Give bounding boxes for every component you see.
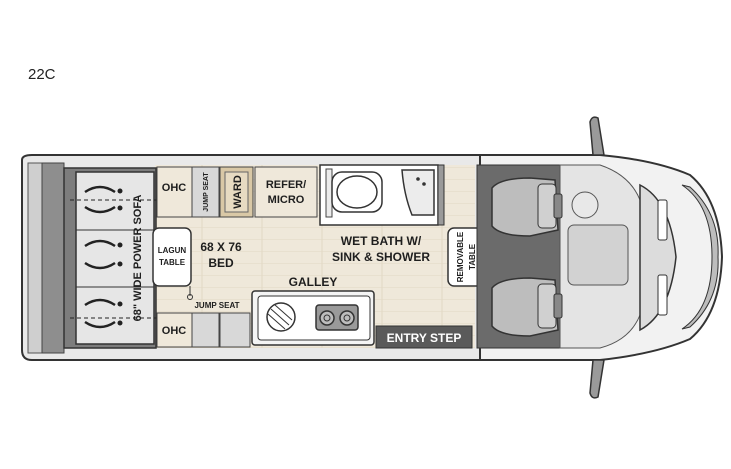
steering-wheel — [571, 191, 599, 219]
bottom-cabinets: OHC JUMP SEAT — [156, 301, 251, 348]
refer-label-2: MICRO — [268, 194, 305, 206]
galley-counter — [251, 290, 375, 346]
entry-step-label: ENTRY STEP — [387, 331, 462, 345]
galley-label: GALLEY — [289, 275, 338, 289]
wet-bath-label-2: SINK & SHOWER — [332, 250, 430, 264]
refer-label-1: REFER/ — [266, 179, 306, 191]
lagun-table: LAGUN TABLE — [152, 227, 193, 300]
sink — [401, 169, 435, 216]
wet-bath-label-1: WET BATH W/ — [341, 234, 422, 248]
bed-label-1: 68 X 76 — [200, 240, 242, 254]
jump-seat-top-label: JUMP SEAT — [203, 172, 210, 212]
driver-seat — [491, 177, 563, 237]
ohc-top-label: OHC — [162, 182, 187, 194]
wet-bath — [319, 164, 445, 226]
sofa-label: 68" WIDE POWER SOFA — [132, 195, 144, 322]
jump-seat-bottom-label: JUMP SEAT — [194, 301, 239, 310]
model-number: 22C — [28, 66, 56, 83]
lagun-label-2: TABLE — [159, 258, 186, 267]
side-mirrors — [589, 116, 605, 399]
power-sofa: 68" WIDE POWER SOFA — [63, 167, 250, 349]
ward-label: WARD — [232, 175, 244, 209]
removable-label-1: REMOVABLE — [456, 231, 465, 282]
removable-label-2: TABLE — [468, 243, 477, 270]
lagun-label-1: LAGUN — [158, 246, 187, 255]
top-cabinets: OHC JUMP SEAT WARD REFER/ MICRO — [156, 166, 318, 218]
bed-label-2: BED — [208, 256, 234, 270]
passenger-seat — [491, 277, 563, 337]
ohc-bottom-label: OHC — [162, 325, 187, 337]
entry-step — [375, 325, 473, 349]
